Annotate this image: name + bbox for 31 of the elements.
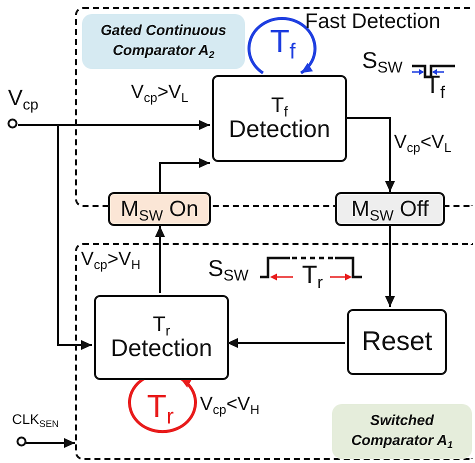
arrow [26,438,75,448]
arrow [155,226,165,293]
block-label: Detection [228,116,330,144]
block-label: Detection [110,336,212,362]
signal-name: CLK$_{SEN}$ [12,412,59,428]
condition-label: V$_{cp}$<V$_{H}$ [200,395,260,416]
block-symbol: T$_{r}$ [152,312,170,336]
arrow [159,158,210,192]
arrow [345,117,395,192]
process-box [94,295,229,380]
region-title: Gated Continuous Comparator A$_{2}$ [82,14,245,69]
process-box [212,75,347,162]
region-title: Switched Comparator A$_{1}$ [332,404,472,459]
arrow [18,124,92,350]
block-symbol: T$_{f}$ [271,94,288,117]
signal-name: S$_{SW}$ [362,48,403,74]
arrow [227,338,345,348]
loop-arrow [248,17,316,74]
arrow [385,226,395,307]
block-label: Reset [362,327,432,357]
region-heading: Fast Detection [305,10,440,34]
edge-label: V$_{cp}$>V$_{L}$ [130,83,190,104]
signal-name: S$_{SW}$ [208,256,249,282]
signal-name: V$_{cp}$ [8,86,38,110]
edge-label: V$_{cp}$>V$_{H}$ [80,250,142,271]
process-box [347,309,447,375]
region-outline [75,243,473,460]
edge-label: V$_{cp}$<V$_{L}$ [393,133,452,154]
time-label: T$_{r}$ [302,262,323,290]
state-box: M$_{SW}$ Off [335,192,445,226]
state-box: M$_{SW}$ On [108,192,211,226]
